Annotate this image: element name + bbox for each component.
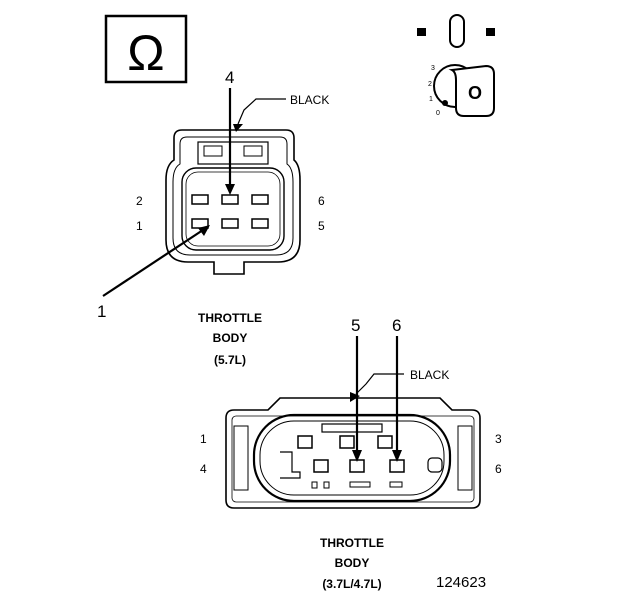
key-position-2: 2 <box>428 81 432 88</box>
pin-cavity-2 <box>191 194 209 205</box>
callout-arrowhead-5 <box>352 450 362 462</box>
key-marker-left <box>417 28 426 36</box>
pin-cavity-t1 <box>297 435 313 449</box>
small-slot-2 <box>323 481 330 489</box>
caption-line-1: THROTTLE <box>198 311 262 325</box>
callout-arrowhead-4 <box>225 184 235 195</box>
connector-5-7l: 2 1 6 5 4 1 BLACK THROTTLE BODY (5.7L) <box>97 68 329 367</box>
pin-label-5: 5 <box>318 219 325 233</box>
small-slot-4 <box>389 481 403 488</box>
key-feature-right <box>427 457 443 473</box>
connector-face <box>252 413 452 503</box>
pin-cavity-5 <box>251 218 269 229</box>
connector-latch <box>197 141 269 165</box>
callout-arrowhead-6 <box>392 450 402 462</box>
callout-number-4: 4 <box>225 68 234 87</box>
pin-label-2: 2 <box>136 194 143 208</box>
color-label-arrowhead <box>350 392 360 402</box>
pin-cavity-4 <box>221 194 239 205</box>
caption-line-2: BODY <box>335 556 370 570</box>
side-tab-left <box>233 425 249 491</box>
pin-cavity-3 <box>221 218 239 229</box>
callout-arrowhead-1 <box>198 225 210 236</box>
caption-line-3: (3.7L/4.7L) <box>322 577 381 591</box>
ohm-box <box>104 14 188 84</box>
connector-face-inner <box>185 171 281 247</box>
key-position-0: 0 <box>436 110 440 117</box>
callout-arrow-1 <box>102 227 207 297</box>
small-slot-3 <box>349 481 371 488</box>
ohm-icon: Ω <box>127 25 164 81</box>
pin-label-3: 3 <box>495 432 502 446</box>
side-tab-right <box>457 425 473 491</box>
connector-shell <box>165 129 301 275</box>
latch-detail-left <box>203 145 223 157</box>
latch-detail-right <box>243 145 263 157</box>
key-position-dot <box>442 100 448 106</box>
callout-number-6: 6 <box>392 316 401 335</box>
key-slot <box>449 14 465 48</box>
key-feature-left <box>280 451 301 479</box>
connector-face-inner <box>259 420 445 496</box>
pin-label-1: 1 <box>136 219 143 233</box>
caption-line-2: BODY <box>213 331 248 345</box>
connector-3-7l-4-7l: 1 4 3 6 5 6 BLACK THROTTLE BODY (3.7L/4.… <box>200 316 502 591</box>
caption-line-3: (5.7L) <box>214 353 246 367</box>
key-position-1: 1 <box>429 96 433 103</box>
pin-cavity-t2 <box>339 435 355 449</box>
color-label-leader <box>237 98 286 125</box>
pin-label-6: 6 <box>318 194 325 208</box>
connector-inner-shell <box>172 136 294 256</box>
callout-number-1: 1 <box>97 302 106 321</box>
connector-face <box>181 167 285 251</box>
color-label-black: BLACK <box>290 93 329 107</box>
lock-bar <box>321 423 383 433</box>
color-label-black: BLACK <box>410 368 449 382</box>
callout-number-5: 5 <box>351 316 360 335</box>
connector-shell <box>225 397 481 509</box>
small-slot-1 <box>311 481 318 489</box>
figure-number: 124623 <box>436 574 486 591</box>
color-label-leader <box>355 373 404 395</box>
pin-cavity-b1 <box>313 459 329 473</box>
pin-cavity-t3 <box>377 435 393 449</box>
pin-cavity-6 <box>251 194 269 205</box>
caption-line-1: THROTTLE <box>320 536 384 550</box>
color-label-arrowhead <box>233 124 243 132</box>
key-position-3: 3 <box>431 65 435 72</box>
key-letter: O <box>468 83 482 103</box>
ignition-key-icon: O 3 2 1 0 <box>417 14 495 117</box>
pin-label-4: 4 <box>200 462 207 476</box>
pin-label-6: 6 <box>495 462 502 476</box>
key-marker-right <box>486 28 495 36</box>
key-head <box>448 64 495 117</box>
pin-label-1: 1 <box>200 432 207 446</box>
ohmmeter-symbol: Ω <box>104 14 188 84</box>
